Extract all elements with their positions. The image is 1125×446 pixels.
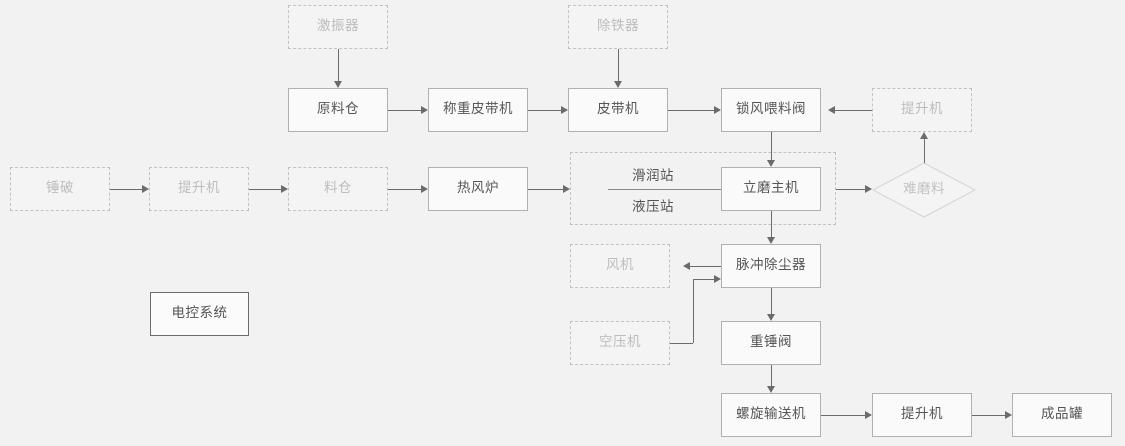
arrowhead-down-icon: [334, 81, 342, 88]
edge-refenglu-to-mill-group: [528, 189, 563, 190]
arrowhead-right-icon: [421, 106, 428, 114]
group-label-hunrunzhan: 滑润站: [632, 168, 674, 184]
edge-luoxuanshusongji-to-tishengji-bottom: [821, 415, 865, 416]
node-label: 重锤阀: [750, 334, 792, 351]
arrowhead-right-icon: [714, 106, 721, 114]
node-pidaiji[interactable]: 皮带机: [568, 88, 668, 132]
arrowhead-down-icon: [767, 314, 775, 321]
edge-liaocang-to-refenglu: [388, 189, 421, 190]
diamond-shape-icon: [872, 162, 976, 218]
node-label: 风机: [606, 257, 634, 274]
edge-kongyaji-segment-v: [693, 279, 694, 343]
node-tishengji-left[interactable]: 提升机: [149, 167, 249, 211]
arrowhead-down-icon: [767, 386, 775, 393]
node-yuanliaocang[interactable]: 原料仓: [288, 88, 388, 132]
mill-station-group: [570, 152, 836, 225]
edge-pidaiji-to-suofengweiliaofa: [668, 110, 714, 111]
node-label: 锤破: [46, 180, 74, 197]
node-label: 料仓: [324, 180, 352, 197]
arrowhead-right-icon: [865, 411, 872, 419]
node-label: 热风炉: [457, 180, 499, 197]
arrowhead-left-icon: [828, 106, 835, 114]
edge-kongyaji-segment-h1: [670, 343, 693, 344]
arrowhead-down-icon: [767, 237, 775, 244]
node-label: 称重皮带机: [443, 101, 513, 118]
edge-chenzhongpidaiji-to-pidaiji: [528, 110, 561, 111]
node-tishengji-top[interactable]: 提升机: [872, 88, 972, 132]
node-chengpinguan[interactable]: 成品罐: [1012, 393, 1112, 437]
node-label: 提升机: [178, 180, 220, 197]
edge-maichongchuchenqi-to-zhongchuifa: [771, 288, 772, 314]
arrowhead-down-icon: [614, 81, 622, 88]
edge-limozhuji-to-maichongchuchenqi: [771, 211, 772, 237]
node-chuipo[interactable]: 锤破: [10, 167, 110, 211]
node-fengji[interactable]: 风机: [570, 244, 670, 288]
node-luoxuanshusongji[interactable]: 螺旋输送机: [721, 393, 821, 437]
edge-nanmoliao-to-tishengji-top: [924, 139, 925, 163]
edge-tishengji-top-to-suofengweiliaofa: [835, 110, 872, 111]
node-label: 电控系统: [171, 305, 228, 322]
arrowhead-right-icon: [281, 185, 288, 193]
edge-chutieqi-to-pidaiji: [618, 49, 619, 81]
node-label: 提升机: [901, 101, 943, 118]
edge-yuanliaocang-to-chenzhongpidaiji: [388, 110, 421, 111]
node-label: 皮带机: [597, 101, 639, 118]
arrowhead-right-icon: [142, 185, 149, 193]
node-chutieqi[interactable]: 除铁器: [568, 5, 668, 49]
arrowhead-right-icon: [865, 185, 872, 193]
node-label: 原料仓: [317, 101, 359, 118]
arrowhead-right-icon: [714, 275, 721, 283]
node-label: 成品罐: [1041, 406, 1083, 423]
group-label-yeyazhan: 液压站: [632, 199, 674, 215]
node-tishengji-bottom[interactable]: 提升机: [872, 393, 972, 437]
node-label: 难磨料: [903, 181, 945, 198]
group-divider: [608, 189, 721, 190]
edge-suofengweiliaofa-to-limozhuji: [771, 132, 772, 160]
edge-limozhuji-to-nanmoliao: [836, 189, 865, 190]
node-label: 提升机: [901, 406, 943, 423]
node-maichongchuchenqi[interactable]: 脉冲除尘器: [721, 244, 821, 288]
node-kongyaji[interactable]: 空压机: [570, 321, 670, 365]
node-chenzhongpidaiji[interactable]: 称重皮带机: [428, 88, 528, 132]
node-label: 立磨主机: [743, 180, 799, 197]
node-label: 螺旋输送机: [736, 406, 806, 423]
arrowhead-left-icon: [683, 262, 690, 270]
arrowhead-right-icon: [1005, 411, 1012, 419]
arrowhead-right-icon: [561, 106, 568, 114]
node-label: 脉冲除尘器: [736, 257, 806, 274]
node-nanmoliao[interactable]: 难磨料: [872, 162, 976, 218]
edge-tishengji-left-to-liaocang: [249, 189, 281, 190]
edge-kongyaji-segment-h2: [693, 279, 714, 280]
edge-tishengji-bottom-to-chengpinguan: [972, 415, 1005, 416]
edge-chuipo-to-tishengji-left: [110, 189, 142, 190]
edge-maichongchuchenqi-to-fengji: [690, 266, 721, 267]
arrowhead-right-icon: [421, 185, 428, 193]
arrowhead-down-icon: [767, 160, 775, 167]
node-label: 除铁器: [597, 18, 639, 35]
node-liaocang[interactable]: 料仓: [288, 167, 388, 211]
node-refenglu[interactable]: 热风炉: [428, 167, 528, 211]
node-label: 空压机: [599, 334, 641, 351]
node-label: 锁风喂料阀: [736, 101, 806, 118]
edge-zhongchuifa-to-luoxuanshusongji: [771, 365, 772, 386]
arrowhead-right-icon: [563, 185, 570, 193]
node-suofengweiliaofa[interactable]: 锁风喂料阀: [721, 88, 821, 132]
edge-jizhenqi-to-yuanliaocang: [338, 49, 339, 81]
arrowhead-up-icon: [920, 132, 928, 139]
node-diankongxitong[interactable]: 电控系统: [150, 292, 249, 336]
node-zhongchuifa[interactable]: 重锤阀: [721, 321, 821, 365]
node-label: 激振器: [317, 18, 359, 35]
node-limozhuji[interactable]: 立磨主机: [721, 167, 821, 211]
node-jizhenqi[interactable]: 激振器: [288, 5, 388, 49]
